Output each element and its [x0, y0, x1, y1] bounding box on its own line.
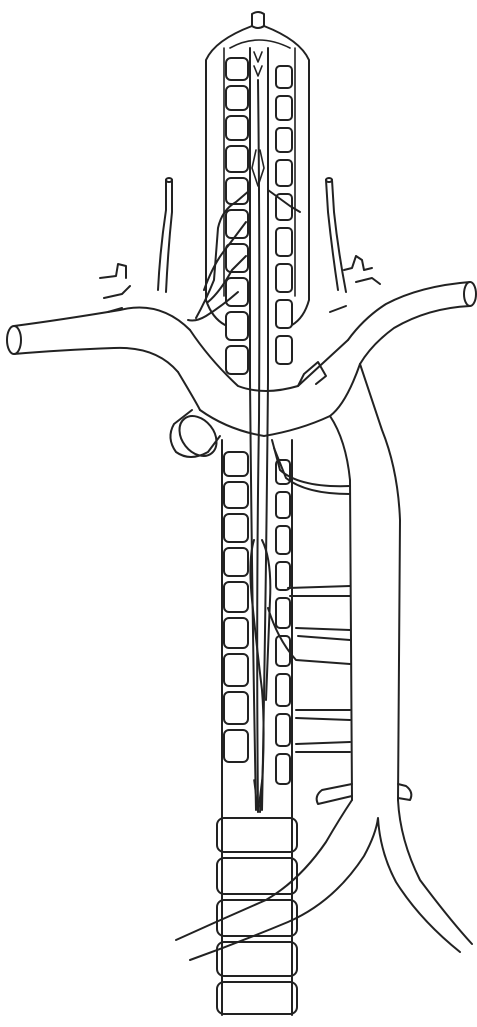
aortic-arch [170, 330, 360, 463]
right-subclavian-artery [7, 308, 190, 373]
left-subclavian-artery [348, 282, 476, 364]
right-vertebral-artery [158, 178, 172, 292]
left-vertebral-artery [326, 178, 346, 292]
right-thyrocervical-trunk [100, 264, 130, 312]
